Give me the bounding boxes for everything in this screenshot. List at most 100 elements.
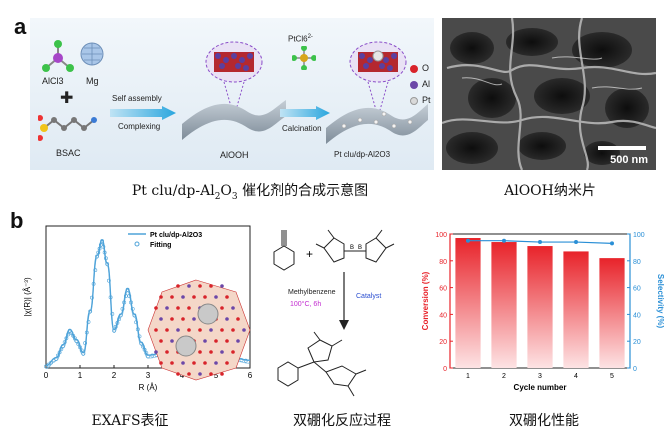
exafs-fit-marker [122, 300, 127, 305]
exafs-fit-marker [104, 256, 108, 261]
inset-atom [198, 284, 202, 288]
selectivity-point [466, 238, 470, 243]
inset-atom [231, 306, 235, 310]
exafs-fit-marker [56, 353, 60, 358]
exafs-fit-marker [129, 300, 133, 305]
perf-y2-tick-label: 40 [633, 312, 641, 319]
perf-x-tick-label: 2 [502, 373, 506, 380]
exafs-fit-marker [57, 350, 62, 355]
inset-atom [181, 361, 185, 365]
atom-legend: O Al Pt [410, 60, 431, 108]
exafs-fit-marker [142, 347, 147, 352]
inset-atom [225, 317, 229, 321]
exafs-fit-marker [74, 338, 79, 343]
crystal-structure-inset [147, 279, 251, 381]
inset-atom [209, 350, 213, 354]
perf-y-axis-label: Conversion (%) [421, 271, 430, 330]
reaction-caption: 双硼化反应过程 [293, 413, 391, 429]
exafs-fit-marker [88, 309, 93, 314]
perf-y2-tick-label: 100 [633, 232, 645, 239]
exafs-fit-marker [86, 320, 91, 324]
exafs-fit-marker [146, 354, 150, 359]
b2pin2-structure [315, 229, 395, 263]
exafs-fit-marker [66, 332, 71, 337]
alcl3-molecule-icon [42, 40, 74, 72]
svg-text:B: B [358, 245, 362, 251]
inset-atom [214, 295, 218, 299]
plus-sign: ✚ [60, 90, 74, 107]
inset-atom [225, 295, 229, 299]
exafs-legend-marker-swatch [134, 241, 140, 247]
synthesis-schematic: AlCl3 Mg ✚ BSAC Self assembly Complexing [30, 18, 434, 170]
exafs-fit-marker [73, 336, 77, 341]
inset-atom [187, 328, 191, 332]
perf-y2-tick-label: 0 [633, 366, 637, 373]
inset-atom [154, 328, 158, 332]
exafs-fit-marker [105, 262, 110, 266]
exafs-fit-marker [78, 345, 82, 350]
inset-atom [187, 284, 191, 288]
synthesis-caption: Pt clu/dp-Al2O3 催化剂的合成示意图 [131, 183, 369, 202]
pt-al2o3-sheet-label: Pt clu/dp-Al2O3 [334, 150, 391, 159]
performance-caption: 双硼化性能 [509, 413, 579, 429]
exafs-fit-marker [134, 320, 139, 325]
inset-atom [154, 306, 158, 310]
arrow2-bottom-label: Calcination [282, 124, 322, 133]
exafs-fit-marker [76, 342, 81, 346]
exafs-x-tick-label: 5 [214, 371, 219, 380]
legend-item-al: Al [410, 76, 431, 92]
exafs-fit-marker [101, 244, 106, 249]
mg-sphere-icon [80, 42, 104, 66]
inset-atom [214, 339, 218, 343]
mg-label: Mg [86, 76, 99, 86]
selectivity-point [574, 240, 578, 245]
perf-y2-tick-label: 20 [633, 339, 641, 346]
exafs-y-axis-label: |χ(R)| (Å⁻³) [23, 277, 32, 317]
ptcl6-complex-icon [292, 46, 316, 70]
inset-atom [198, 372, 202, 376]
exafs-x-tick-label: 6 [248, 371, 253, 380]
inset-atom [170, 339, 174, 343]
pt-al2o3-sheet-illustration [326, 41, 428, 144]
inset-atom [209, 328, 213, 332]
panel-letter-a: a [14, 14, 27, 39]
exafs-fit-marker [141, 344, 145, 349]
exafs-fit-marker [125, 287, 130, 292]
exafs-fit-marker [150, 353, 155, 358]
arrow1-top-label: Self assembly [112, 94, 162, 103]
exafs-fit-marker [44, 364, 48, 369]
exafs-fit-marker [83, 341, 88, 345]
exafs-fit-marker [90, 295, 94, 300]
exafs-fit-marker [64, 336, 69, 341]
solvent-label: Methylbenzene [288, 289, 336, 296]
exafs-fit-marker [59, 347, 64, 352]
exafs-fit-marker [62, 340, 67, 345]
exafs-fit-marker [144, 351, 149, 355]
conversion-bar [455, 238, 481, 368]
exafs-fit-marker [84, 330, 89, 335]
reaction-plus: + [306, 247, 313, 261]
exafs-fit-marker [51, 358, 56, 363]
inset-atom [220, 284, 224, 288]
exafs-x-tick-label: 1 [78, 371, 83, 380]
inset-atom [176, 284, 180, 288]
sem-scale-label: 500 nm [610, 154, 648, 166]
inset-atom [170, 361, 174, 365]
inset-atom [203, 339, 207, 343]
exafs-fit-marker [139, 341, 144, 346]
exafs-x-axis-label: R (Å) [139, 383, 158, 392]
exafs-fit-marker [110, 312, 115, 316]
perf-y-tick-label: 0 [443, 366, 447, 373]
perf-y-tick-label: 40 [439, 312, 447, 319]
inset-atom [154, 350, 158, 354]
exafs-fit-marker [98, 242, 103, 247]
inset-atom [170, 295, 174, 299]
conditions-label: 100°C, 6h [290, 300, 321, 308]
inset-atom [159, 361, 163, 365]
exafs-fit-marker [93, 268, 98, 273]
exafs-x-tick-label: 4 [180, 371, 185, 380]
inset-atom [236, 317, 240, 321]
exafs-legend-series-1: Pt clu/dp-Al2O3 [150, 232, 202, 239]
